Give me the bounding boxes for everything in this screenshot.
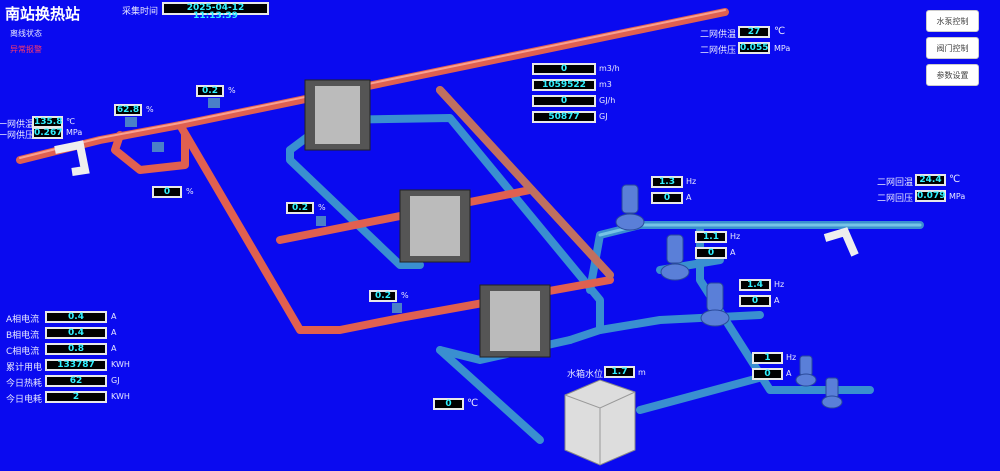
secondary-supply-temp-label: 二网供温 (700, 30, 737, 40)
pump-2 (660, 234, 690, 281)
unit: ℃ (467, 398, 479, 409)
unit: A (686, 193, 692, 202)
unit: % (228, 86, 236, 95)
pump-3-frequency: 1.4 (739, 279, 771, 291)
primary-supply-temp-label: 一网供温 (0, 120, 35, 130)
unit: A (111, 312, 117, 321)
secondary-return-temp: 24.4 (915, 174, 946, 186)
valve-icon (316, 216, 326, 226)
valve-opening-1[interactable]: 62.8 (114, 104, 142, 116)
unit: ℃ (66, 117, 75, 126)
unit: A (730, 248, 736, 257)
total-power: 133787 (45, 359, 107, 371)
unit: GJ/h (599, 96, 616, 105)
parameter-settings-button[interactable]: 参数设置 (926, 64, 979, 86)
pump-1-current: 0 (651, 192, 683, 204)
secondary-return-temp-label: 二网回温 (877, 178, 914, 188)
unit: Hz (786, 353, 797, 362)
unit: A (111, 328, 117, 337)
unit: A (774, 296, 780, 305)
phase-b-current: 0.4 (45, 327, 107, 339)
water-tank (564, 379, 636, 466)
unit: A (111, 344, 117, 353)
tank-level: 1.7 (604, 366, 635, 378)
unit: MPa (66, 128, 83, 137)
valve-icon (208, 98, 220, 108)
label: C相电流 (6, 347, 40, 357)
pump-3-current: 0 (739, 295, 771, 307)
secondary-supply-pressure-label: 二网供压 (700, 46, 737, 56)
unit: GJ (111, 376, 120, 385)
primary-filter (54, 140, 90, 176)
unit: % (401, 291, 409, 300)
heat-exchanger-3 (479, 284, 551, 358)
pump-3 (700, 282, 730, 327)
unit: m (638, 368, 646, 377)
tank-temp: 0 (433, 398, 464, 410)
valve-opening-4[interactable]: 0.2 (286, 202, 314, 214)
total-flow: 1059522 (532, 79, 596, 91)
secondary-return-pressure-label: 二网回压 (877, 194, 914, 204)
time-value: 2025-04-12 11:13:39 (162, 2, 269, 21)
unit: Hz (730, 232, 741, 241)
secondary-return-pressure: 0.079 (915, 190, 946, 202)
page-title: 南站换热站 (5, 5, 81, 23)
pump-4 (795, 355, 817, 387)
pump-1-frequency: 1.3 (651, 176, 683, 188)
pump-5 (821, 377, 843, 409)
secondary-supply-temp: 27 (738, 26, 770, 38)
unit: A (786, 369, 792, 378)
pump-2-frequency: 1.1 (695, 231, 727, 243)
heat-exchanger-1 (304, 79, 371, 151)
pump-2-current: 0 (695, 247, 727, 259)
valve-control-button[interactable]: 阀门控制 (926, 37, 979, 59)
unit: m3/h (599, 64, 620, 73)
daily-heat: 62 (45, 375, 107, 387)
unit: ℃ (949, 174, 961, 185)
primary-supply-pipes (16, 8, 729, 334)
pump-control-button[interactable]: 水泵控制 (926, 10, 979, 32)
label: 累计用电 (6, 363, 43, 373)
unit: ℃ (774, 26, 786, 37)
secondary-filter (823, 227, 859, 257)
valve-icon (392, 303, 402, 313)
label: B相电流 (6, 331, 40, 341)
heat-exchanger-2 (399, 189, 471, 263)
valve-icon (125, 117, 137, 127)
alarm-status[interactable]: 异常报警 (10, 45, 42, 54)
daily-power: 2 (45, 391, 107, 403)
phase-c-current: 0.8 (45, 343, 107, 355)
makeup-pump-frequency: 1 (752, 352, 783, 364)
time-label: 采集时间 (122, 7, 159, 17)
phase-a-current: 0.4 (45, 311, 107, 323)
makeup-pump-current: 0 (752, 368, 783, 380)
pump-1 (615, 184, 645, 231)
unit: % (318, 203, 326, 212)
tank-level-label: 水箱水位 (567, 370, 604, 380)
unit: % (146, 105, 154, 114)
heat-rate: 0 (532, 95, 596, 107)
unit: MPa (774, 44, 791, 53)
label: 今日电耗 (6, 395, 43, 405)
unit: % (186, 187, 194, 196)
unit: KWH (111, 360, 130, 369)
flow-rate: 0 (532, 63, 596, 75)
valve-icon (152, 142, 164, 152)
label: 今日热耗 (6, 379, 43, 389)
valve-opening-5[interactable]: 0.2 (369, 290, 397, 302)
unit: KWH (111, 392, 130, 401)
unit: m3 (599, 80, 612, 89)
valve-opening-2[interactable]: 0.2 (196, 85, 224, 97)
valve-opening-3[interactable]: 0 (152, 186, 182, 198)
primary-supply-pressure-label: 一网供压 (0, 131, 35, 141)
primary-supply-pressure: 0.267 (32, 127, 63, 139)
label: A相电流 (6, 315, 40, 325)
secondary-supply-pressure: 0.055 (738, 42, 770, 54)
unit: Hz (686, 177, 697, 186)
total-heat: 50877 (532, 111, 596, 123)
unit: GJ (599, 112, 608, 121)
unit: MPa (949, 192, 966, 201)
unit: Hz (774, 280, 785, 289)
offline-status: 离线状态 (10, 29, 42, 38)
